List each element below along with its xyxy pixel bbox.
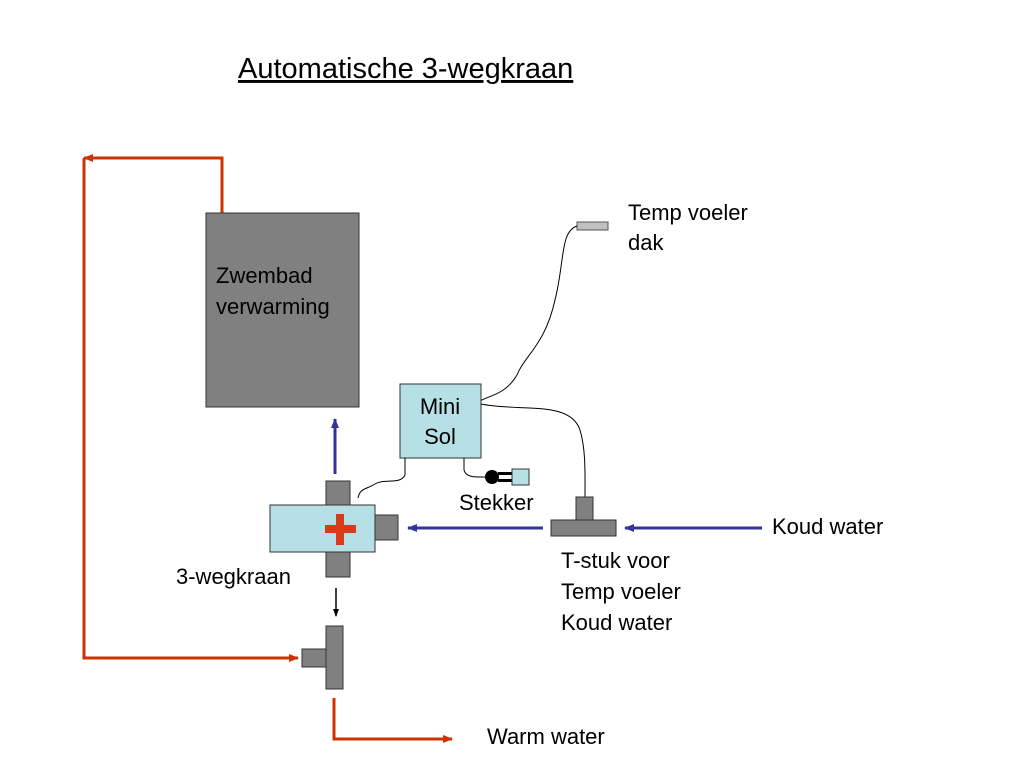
tee-sensor-stub xyxy=(575,496,594,521)
tee-sensor-cable xyxy=(480,403,586,498)
warm-water-outlet-pipe xyxy=(332,698,453,743)
tee-label-line3: Koud water xyxy=(561,610,672,635)
roof-sensor-label-line2: dak xyxy=(628,230,664,255)
heater-block xyxy=(205,212,360,408)
plug-label: Stekker xyxy=(459,490,534,515)
warm-water-label: Warm water xyxy=(487,724,605,749)
cold-water-label: Koud water xyxy=(772,514,883,539)
valve-body xyxy=(269,504,376,553)
roof-sensor xyxy=(576,221,609,231)
valve-control-cable xyxy=(357,458,406,499)
controller-box xyxy=(399,383,482,459)
tee-label-line1: T-stuk voor xyxy=(561,548,670,573)
lower-tee-side-port xyxy=(301,648,327,668)
valve-label: 3-wegkraan xyxy=(176,564,291,589)
hot-loop-return-pipe xyxy=(82,158,299,662)
plug-cable xyxy=(463,458,489,478)
plug-prong-top xyxy=(498,472,512,475)
heater-label-line1: Zwembad xyxy=(216,263,313,288)
valve-top-port xyxy=(325,480,351,507)
heater-label-line2: verwarming xyxy=(216,294,330,319)
hot-loop-up-pipe xyxy=(83,154,224,213)
valve-right-port xyxy=(374,514,399,541)
lower-tee-body xyxy=(325,625,344,690)
valve-cross-icon-horizontal xyxy=(325,525,356,533)
plug-socket xyxy=(511,468,530,486)
roof-sensor-label-line1: Temp voeler xyxy=(628,200,748,225)
plug-prong-bottom xyxy=(498,479,512,482)
tee-body xyxy=(550,519,617,537)
diagram-title: Automatische 3-wegkraan xyxy=(238,53,573,85)
tee-label-line2: Temp voeler xyxy=(561,579,681,604)
valve-bottom-port xyxy=(325,551,351,578)
plug-head xyxy=(485,470,499,484)
controller-label-line1: Mini xyxy=(420,394,460,419)
roof-sensor-cable xyxy=(479,225,578,402)
controller-label-line2: Sol xyxy=(424,424,456,449)
